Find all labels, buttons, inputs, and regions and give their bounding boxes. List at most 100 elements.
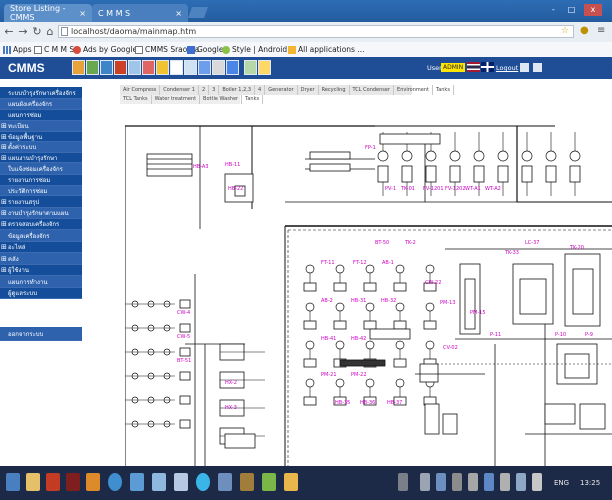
- equipment-label[interactable]: HB-22: [228, 186, 243, 192]
- pump-symbol[interactable]: [305, 264, 315, 274]
- battery-icon[interactable]: [532, 473, 542, 491]
- maximize-button[interactable]: □: [567, 5, 576, 14]
- sidebar-item[interactable]: รายงานการซ่อม: [0, 175, 82, 186]
- pump-symbol[interactable]: [521, 150, 533, 162]
- pump-symbol[interactable]: [305, 340, 315, 350]
- uk-flag-icon[interactable]: [481, 62, 494, 72]
- area-menu-item[interactable]: Boiler 1,2,3: [219, 85, 256, 95]
- equipment-label[interactable]: P-11: [490, 332, 501, 338]
- expand-icon[interactable]: ⊞: [1, 143, 7, 151]
- clock[interactable]: 13:25: [580, 479, 601, 487]
- tray-icon[interactable]: [420, 473, 430, 491]
- pump-symbol[interactable]: [335, 302, 345, 312]
- expand-icon[interactable]: ⊞: [1, 220, 7, 228]
- equipment-label[interactable]: WT-A1: [465, 186, 481, 192]
- equipment-box[interactable]: [579, 403, 606, 430]
- pump-symbol[interactable]: [335, 340, 345, 350]
- expand-icon[interactable]: ⊞: [1, 132, 7, 141]
- key-icon[interactable]: [258, 60, 271, 75]
- equipment-label[interactable]: PM-21: [321, 372, 337, 378]
- tray-icon[interactable]: [436, 473, 446, 491]
- equipment-label[interactable]: P-10: [555, 332, 566, 338]
- equipment-label[interactable]: TK-33: [504, 250, 519, 256]
- pump-symbol[interactable]: [365, 264, 375, 274]
- equipment-box[interactable]: [369, 328, 411, 340]
- equipment-box[interactable]: [333, 320, 347, 330]
- window-icon[interactable]: [152, 473, 166, 491]
- area-menu-item[interactable]: Tanks: [433, 85, 454, 95]
- expand-icon[interactable]: ⊞: [1, 122, 7, 130]
- pump-symbol[interactable]: [425, 264, 435, 274]
- expand-icon[interactable]: ⊞: [1, 266, 7, 274]
- equipment-box[interactable]: [303, 282, 317, 292]
- app-icon[interactable]: [262, 473, 276, 491]
- report-icon[interactable]: [100, 60, 113, 75]
- equipment-box[interactable]: [442, 413, 458, 435]
- sidebar-item[interactable]: ⊞ทะเบียน: [0, 121, 82, 132]
- equipment-box[interactable]: [569, 165, 581, 183]
- sidebar-item[interactable]: ระบบบำรุงรักษาเครื่องจักร: [0, 87, 82, 99]
- bookmark-google[interactable]: Google: [187, 44, 223, 55]
- reload-icon[interactable]: ↻: [32, 25, 42, 38]
- equipment-box[interactable]: [423, 320, 437, 330]
- notepad-icon[interactable]: [218, 473, 232, 491]
- network-icon[interactable]: [484, 473, 494, 491]
- archive-icon[interactable]: [240, 473, 254, 491]
- close-tab-icon[interactable]: ×: [175, 8, 182, 18]
- app-icon[interactable]: [46, 473, 60, 491]
- bookmark-apps[interactable]: Apps: [3, 44, 32, 55]
- back-arrow-icon[interactable]: ←: [4, 25, 14, 38]
- equipment-label[interactable]: HB-41: [321, 336, 336, 342]
- sidebar-item[interactable]: ⊞งานบำรุงรักษาตามแผน: [0, 208, 82, 219]
- equipment-box[interactable]: [393, 282, 407, 292]
- page-icon[interactable]: [184, 60, 197, 75]
- sidebar-item[interactable]: ข้อมูลเครื่องจักร: [0, 230, 82, 242]
- pump-symbol[interactable]: [497, 150, 509, 162]
- expand-icon[interactable]: ⊞: [1, 243, 7, 251]
- area-menu-item[interactable]: Water treatment: [152, 95, 201, 104]
- equipment-label[interactable]: CW-5: [177, 334, 190, 340]
- equipment-label[interactable]: LC-37: [525, 240, 539, 246]
- equipment-box[interactable]: [179, 395, 191, 405]
- equipment-label[interactable]: HB-11: [225, 162, 240, 168]
- equipment-label[interactable]: AB-1: [382, 260, 394, 266]
- equipment-label[interactable]: BT-51: [177, 358, 191, 364]
- download-icon[interactable]: [284, 473, 298, 491]
- equipment-box[interactable]: [234, 185, 246, 197]
- pump-symbol[interactable]: [395, 264, 405, 274]
- expand-icon[interactable]: ⊞: [1, 153, 7, 162]
- pump-symbol[interactable]: [395, 378, 405, 388]
- equipment-label[interactable]: HB-37: [387, 400, 402, 406]
- language-indicator[interactable]: ENG: [554, 479, 570, 487]
- equipment-box[interactable]: [473, 165, 485, 183]
- sidebar-item[interactable]: ⊞ผู้ใช้งาน: [0, 265, 82, 276]
- thai-flag-icon[interactable]: [467, 62, 480, 72]
- equipment-label[interactable]: FV-1202: [445, 186, 466, 192]
- area-menu-item[interactable]: Tanks: [242, 95, 264, 104]
- equipment-label[interactable]: TK-01: [400, 186, 415, 192]
- equipment-box[interactable]: [333, 282, 347, 292]
- close-window-button[interactable]: x: [584, 4, 602, 16]
- keyboard-icon[interactable]: [398, 473, 408, 491]
- equipment-label[interactable]: BT-50: [375, 240, 389, 246]
- pump-symbol[interactable]: [395, 340, 405, 350]
- minimize-button[interactable]: -: [552, 5, 555, 14]
- extension-icon[interactable]: ●: [580, 25, 589, 36]
- sidebar-item[interactable]: ใบแจ้งซ่อมเครื่องจักร: [0, 163, 82, 175]
- equipment-box[interactable]: [464, 278, 476, 330]
- equipment-label[interactable]: P-9: [585, 332, 593, 338]
- equipment-box[interactable]: [393, 396, 407, 406]
- area-menu-item[interactable]: Environment: [394, 85, 433, 95]
- equipment-box[interactable]: [393, 320, 407, 330]
- alert-icon[interactable]: [142, 60, 155, 75]
- equipment-box[interactable]: [419, 363, 439, 383]
- bookmark-all-applications[interactable]: All applications ...: [288, 44, 365, 55]
- equipment-label[interactable]: HX-3: [225, 405, 237, 411]
- start-icon[interactable]: [6, 473, 20, 491]
- area-menu-item[interactable]: TCL Condenser: [350, 85, 395, 95]
- area-menu-item[interactable]: 3: [209, 85, 220, 95]
- equipment-box[interactable]: [423, 282, 437, 292]
- sidebar-item[interactable]: ⊞อะไหล่: [0, 242, 82, 253]
- equipment-box[interactable]: [377, 165, 389, 183]
- window-icon[interactable]: [533, 63, 542, 72]
